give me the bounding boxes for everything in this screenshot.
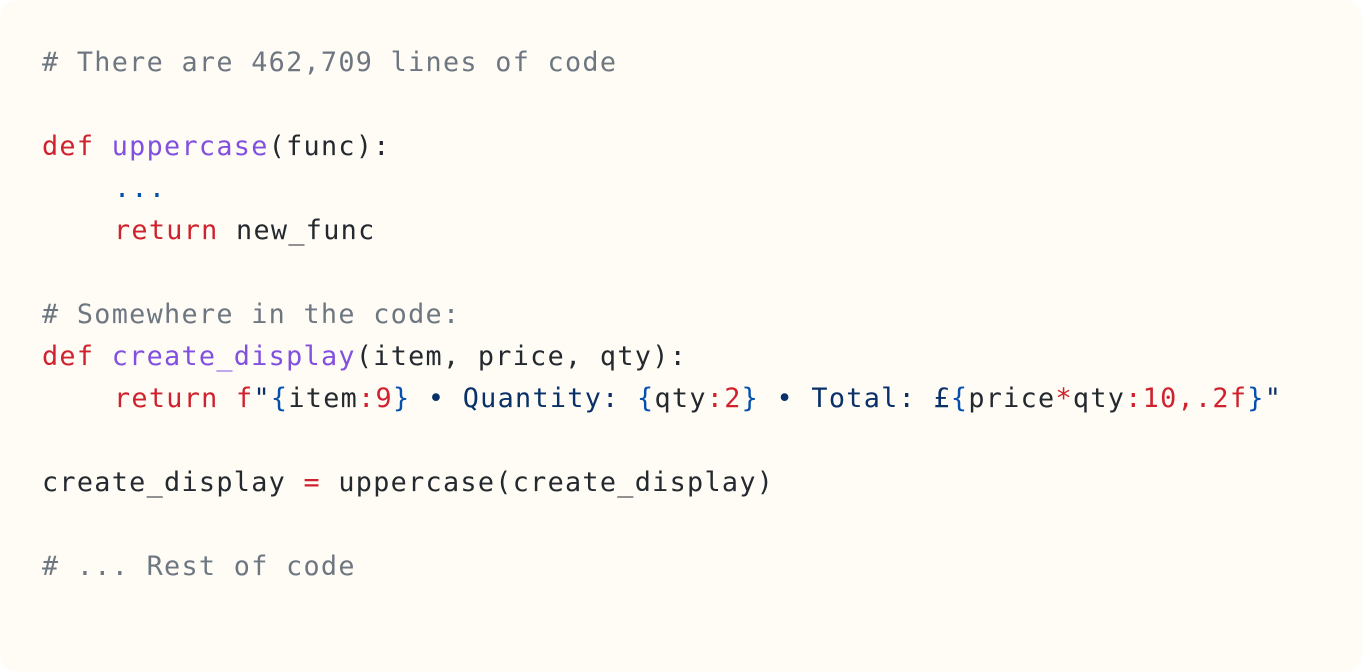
assignment-target: create_display bbox=[42, 467, 304, 498]
ellipsis: ... bbox=[114, 173, 167, 204]
assignment-value: uppercase(create_display) bbox=[320, 467, 775, 498]
code-line-1: # There are 462,709 lines of code bbox=[42, 42, 1362, 84]
brace-open: { bbox=[270, 383, 289, 414]
function-params: (item, price, qty): bbox=[355, 341, 688, 372]
format-spec: :2 bbox=[706, 383, 742, 414]
code-line-12-blank bbox=[42, 504, 1362, 546]
code-line-2-blank bbox=[42, 84, 1362, 126]
variable: item bbox=[288, 383, 359, 414]
variable: qty bbox=[1072, 383, 1126, 414]
string-text: • Total: £ bbox=[759, 383, 951, 414]
code-line-8: def create_display(item, price, qty): bbox=[42, 336, 1362, 378]
brace-close: } bbox=[392, 383, 411, 414]
function-params: (func): bbox=[268, 131, 391, 162]
keyword-def: def bbox=[42, 341, 95, 372]
brace-open: { bbox=[950, 383, 969, 414]
comment: # There are 462,709 lines of code bbox=[42, 47, 618, 78]
code-line-3: def uppercase(func): bbox=[42, 126, 1362, 168]
comment: # ... Rest of code bbox=[42, 551, 356, 582]
code-line-6-blank bbox=[42, 252, 1362, 294]
brace-close: } bbox=[1247, 383, 1265, 414]
code-line-7: # Somewhere in the code: bbox=[42, 294, 1362, 336]
operator: = bbox=[303, 467, 321, 498]
format-spec: :9 bbox=[358, 383, 393, 414]
function-name: create_display bbox=[111, 341, 356, 372]
variable: price bbox=[968, 383, 1056, 414]
function-name: uppercase bbox=[111, 131, 269, 162]
code-line-13: # ... Rest of code bbox=[42, 546, 1362, 588]
brace-close: } bbox=[741, 383, 760, 414]
comment: # Somewhere in the code: bbox=[42, 299, 461, 330]
string-quote-open: " bbox=[253, 383, 271, 414]
code-line-4: ... bbox=[42, 168, 1362, 210]
brace-open: { bbox=[637, 383, 655, 414]
fstring-prefix: f bbox=[236, 383, 254, 414]
code-line-11: create_display = uppercase(create_displa… bbox=[42, 462, 1362, 504]
code-line-5: return new_func bbox=[42, 210, 1362, 252]
keyword-return: return bbox=[114, 383, 219, 414]
code-line-9: return f"{item:9} • Quantity: {qty:2} • … bbox=[42, 378, 1362, 420]
string-quote-close: " bbox=[1264, 383, 1283, 414]
variable: qty bbox=[654, 383, 707, 414]
format-spec: :10,.2f bbox=[1125, 383, 1248, 414]
keyword-def: def bbox=[42, 131, 95, 162]
keyword-return: return bbox=[114, 215, 219, 246]
string-text: • Quantity: bbox=[410, 383, 638, 414]
code-line-10-blank bbox=[42, 420, 1362, 462]
return-value: new_func bbox=[236, 215, 376, 246]
operator: * bbox=[1055, 383, 1073, 414]
